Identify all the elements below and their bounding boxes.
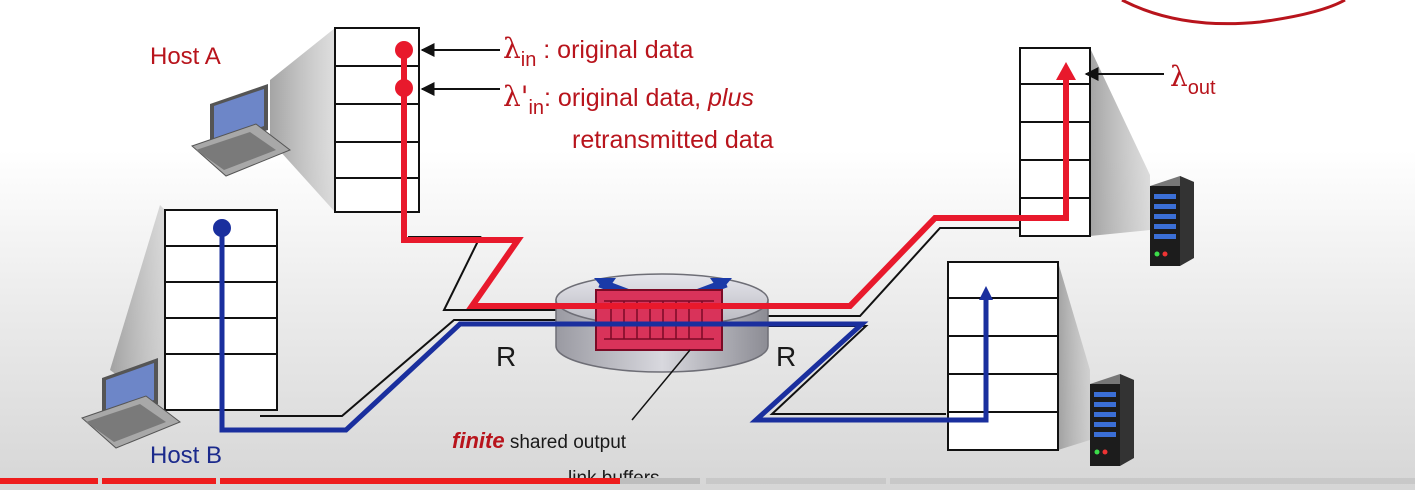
left-link-rate: R (496, 341, 516, 372)
lambda-out-subscript: out (1188, 77, 1216, 99)
buffer-caption-line1: finite shared output (452, 428, 627, 453)
host-a-laptop-icon (191, 84, 291, 177)
host-b-laptop-icon (81, 358, 181, 449)
lambda-in-subscript: in (521, 49, 537, 71)
lambda-in-prime-label: λ'in: original data, plus (503, 80, 754, 119)
lambda-out-label: λout (1170, 60, 1216, 99)
buffer-caption-finite: finite (452, 428, 505, 453)
lambda-in-dot (395, 41, 413, 59)
buffer-caption-pointer (631, 349, 691, 421)
server-top-icon (1150, 176, 1194, 266)
shared-output-buffer (595, 289, 723, 351)
blue-flow-path (219, 228, 989, 433)
video-progress-bar[interactable] (0, 478, 1415, 484)
lambda-in-label: λin : original data (503, 32, 693, 71)
red-flow-path (401, 50, 1069, 309)
host-b-dot (213, 219, 231, 237)
server-top-perspective-shadow (1090, 48, 1150, 236)
oval-fragment (1121, 0, 1346, 26)
lambda-in-desc: : original data (536, 36, 693, 64)
right-link-rate: R (776, 341, 796, 372)
blue-flow-arrowhead (979, 286, 993, 300)
lambda-in-prime-subscript: in (528, 97, 544, 119)
host-a-perspective-shadow (270, 28, 335, 212)
retransmitted-label: retransmitted data (572, 126, 774, 154)
host-b-label: Host B (150, 442, 222, 469)
lambda-in-symbol: λ (503, 32, 521, 65)
buffer-caption-shared: shared output (505, 432, 627, 453)
server-bottom-icon (1090, 374, 1134, 466)
red-flow-arrowhead (1056, 62, 1076, 80)
server-bottom-perspective-shadow (1058, 262, 1090, 450)
progress-segment-5 (890, 478, 1415, 484)
progress-segment-4 (706, 478, 886, 484)
lambda-in-prime-dot (395, 79, 413, 97)
progress-segment-1 (0, 478, 98, 484)
receiver-top-buffer (1019, 47, 1091, 237)
host-a-label: Host A (150, 43, 221, 70)
progress-segment-3 (220, 478, 700, 484)
progress-segment-2 (102, 478, 216, 484)
host-b-perspective-shadow (110, 205, 165, 410)
lambda-out-symbol: λ (1170, 60, 1188, 93)
lambda-in-prime-desc: : original data, (544, 84, 708, 112)
lambda-in-prime-plus: plus (707, 84, 754, 112)
lambda-in-prime-symbol: λ' (503, 80, 528, 113)
